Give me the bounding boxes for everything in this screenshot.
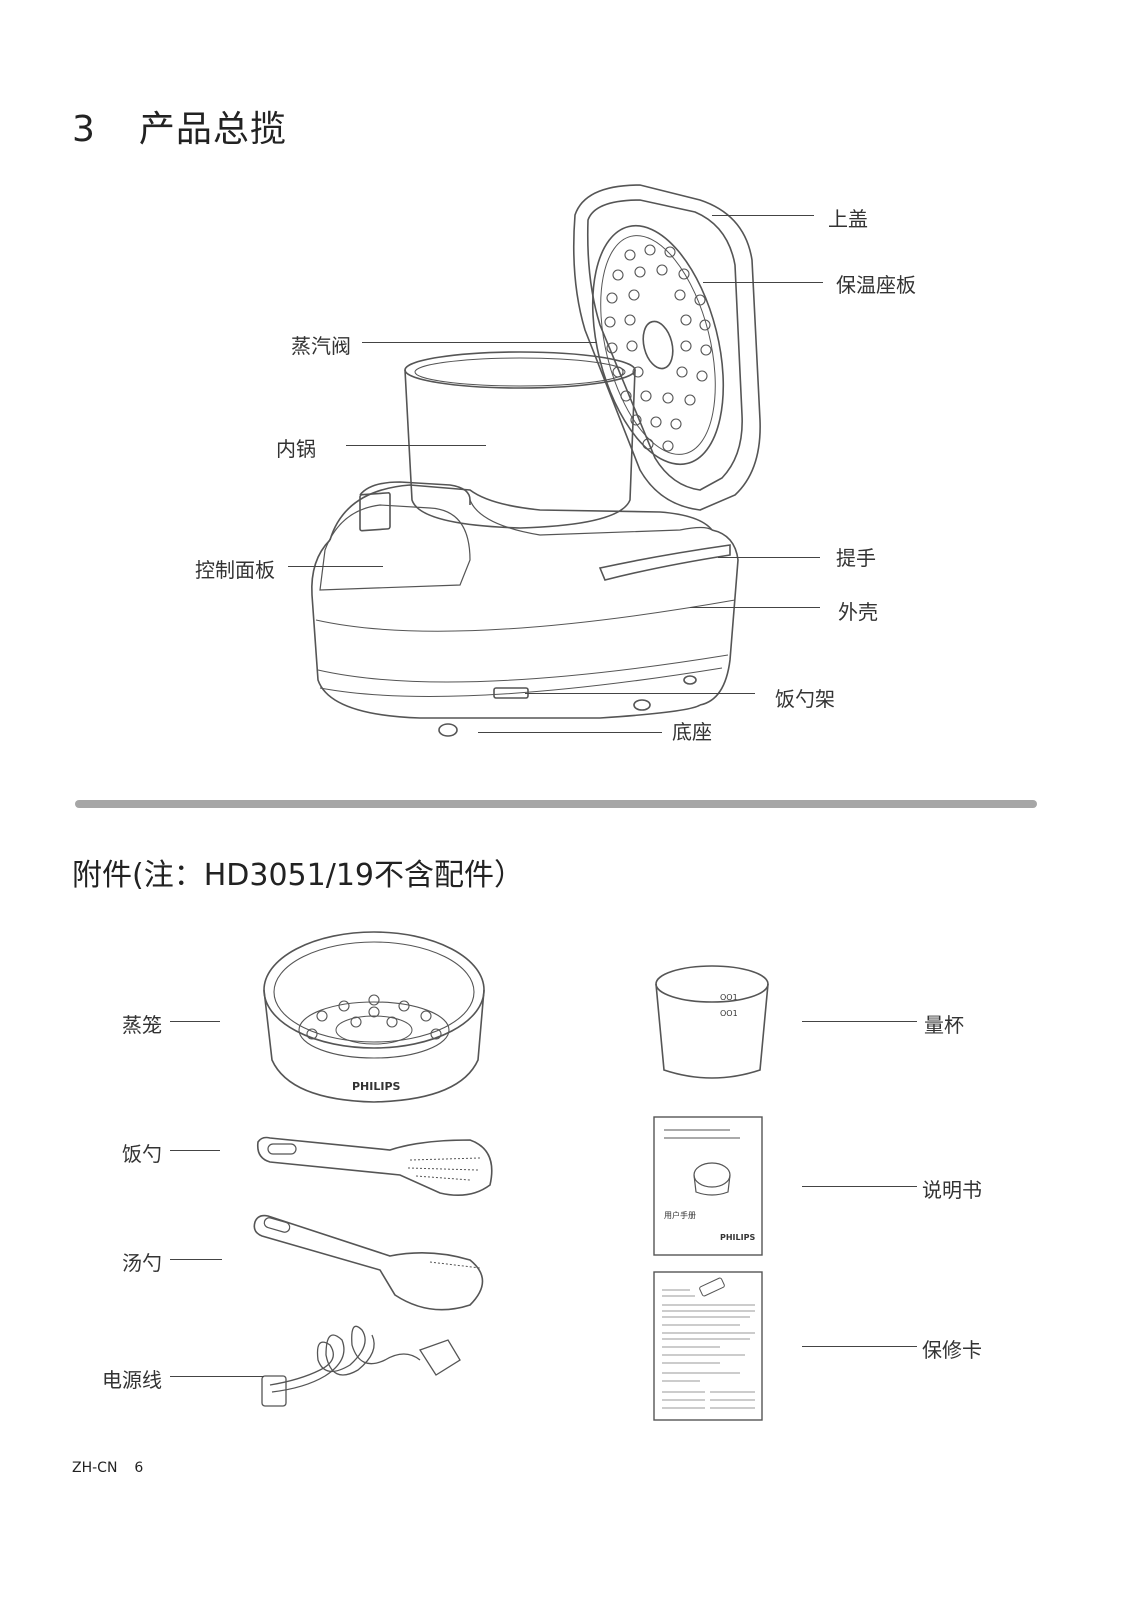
soup-ladle-drawing bbox=[253, 1214, 484, 1311]
label-power-cord: 电源线 bbox=[102, 1368, 162, 1392]
leader-soup-ladle bbox=[170, 1259, 222, 1260]
leader-inner-lid bbox=[703, 282, 823, 283]
leader-spoon-holder bbox=[525, 693, 755, 694]
leader-inner-pot bbox=[346, 445, 486, 446]
label-base: 底座 bbox=[672, 720, 712, 744]
rice-scoop-drawing bbox=[256, 1136, 493, 1196]
leader-power-cord bbox=[170, 1376, 264, 1377]
label-user-manual: 说明书 bbox=[922, 1178, 982, 1202]
warranty-card-drawing bbox=[653, 1271, 763, 1421]
label-lid: 上盖 bbox=[828, 207, 868, 231]
footer-lang: ZH-CN bbox=[72, 1460, 118, 1476]
leader-handle bbox=[718, 557, 820, 558]
label-warranty-card: 保修卡 bbox=[922, 1338, 982, 1362]
accessories-title: 附件(注：HD3051/19不含配件） bbox=[72, 858, 524, 893]
section-divider bbox=[75, 800, 1037, 808]
label-inner-pot: 内锅 bbox=[276, 437, 316, 461]
leader-warranty-card bbox=[802, 1346, 917, 1347]
leader-housing bbox=[690, 607, 820, 608]
cup-mark-2: OO1 bbox=[720, 1009, 738, 1018]
steamer-brand: PHILIPS bbox=[352, 1080, 401, 1093]
label-measuring-cup: 量杯 bbox=[924, 1013, 964, 1037]
section-number: 3 bbox=[72, 109, 96, 150]
label-inner-lid: 保温座板 bbox=[836, 273, 916, 297]
leader-measuring-cup bbox=[802, 1021, 917, 1022]
leader-control-panel bbox=[288, 566, 383, 567]
label-steam-vent: 蒸汽阀 bbox=[291, 334, 351, 358]
label-spoon-holder: 饭勺架 bbox=[775, 687, 835, 711]
label-steamer: 蒸笼 bbox=[122, 1013, 162, 1037]
user-manual-drawing: 用户手册 PHILIPS bbox=[653, 1116, 763, 1256]
rice-cooker-illustration bbox=[311, 184, 761, 737]
leader-user-manual bbox=[802, 1186, 917, 1187]
label-rice-scoop: 饭勺 bbox=[122, 1142, 162, 1166]
power-cord-drawing bbox=[261, 1325, 461, 1407]
leader-base bbox=[478, 732, 662, 733]
leader-steam-vent bbox=[362, 342, 597, 343]
steamer-drawing: PHILIPS bbox=[263, 931, 485, 1103]
section-heading: 3 产品总揽 bbox=[72, 100, 287, 152]
label-housing: 外壳 bbox=[838, 600, 878, 624]
cup-mark-1: OO1 bbox=[720, 993, 738, 1002]
leader-steamer bbox=[170, 1021, 220, 1022]
page-footer: ZH-CN 6 bbox=[72, 1460, 143, 1476]
leader-lid bbox=[712, 215, 814, 216]
section-title: 产品总揽 bbox=[138, 109, 287, 150]
label-handle: 提手 bbox=[836, 546, 876, 570]
leader-rice-scoop bbox=[170, 1150, 220, 1151]
measuring-cup-drawing: OO1 OO1 bbox=[655, 965, 769, 1079]
footer-page: 6 bbox=[134, 1460, 144, 1476]
label-control-panel: 控制面板 bbox=[195, 558, 275, 582]
label-soup-ladle: 汤勺 bbox=[122, 1251, 162, 1275]
manual-brand: PHILIPS bbox=[720, 1233, 755, 1242]
manual-cover-title: 用户手册 bbox=[664, 1210, 696, 1220]
